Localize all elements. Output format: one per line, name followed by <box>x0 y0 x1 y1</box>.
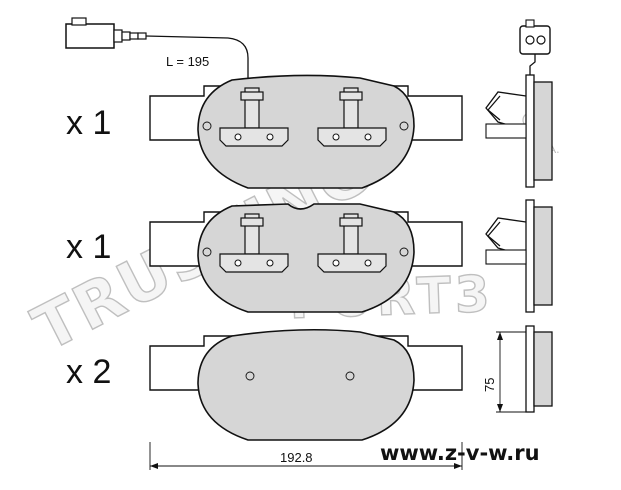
brake-pad-1 <box>149 74 463 189</box>
brake-pad-3 <box>149 328 463 441</box>
profile-3-friction <box>533 331 553 407</box>
height-dimension: 75 <box>482 331 526 413</box>
pad2-right-clip <box>317 213 387 273</box>
brake-pad-2 <box>149 203 463 313</box>
height-value: 75 <box>482 378 497 392</box>
pad1-left-clip <box>219 87 289 147</box>
profile-2-plate <box>525 199 535 313</box>
pad1-right-clip <box>317 87 387 147</box>
width-value: 192.8 <box>280 450 313 465</box>
profile-2-friction <box>533 206 553 306</box>
wear-sensor: L = 195 <box>65 17 249 80</box>
width-dimension: 75 192.8 <box>149 442 463 470</box>
pad2-left-clip <box>219 213 289 273</box>
side-profiles <box>485 19 553 413</box>
row2-quantity: x 1 <box>66 228 111 266</box>
sensor-connector-icon <box>65 23 115 49</box>
site-url: www.z-v-w.ru <box>380 441 540 465</box>
profile-1-plate <box>525 74 535 188</box>
row1-quantity: x 1 <box>66 104 111 142</box>
profile-3-plate <box>525 325 535 413</box>
sensor-connector-tab <box>71 17 87 26</box>
profile-1-friction <box>533 81 553 181</box>
friction-pad-3 <box>197 328 415 441</box>
sensor-wire <box>145 35 249 80</box>
sensor-length-label: L = 195 <box>166 54 209 69</box>
row3-quantity: x 2 <box>66 353 111 391</box>
